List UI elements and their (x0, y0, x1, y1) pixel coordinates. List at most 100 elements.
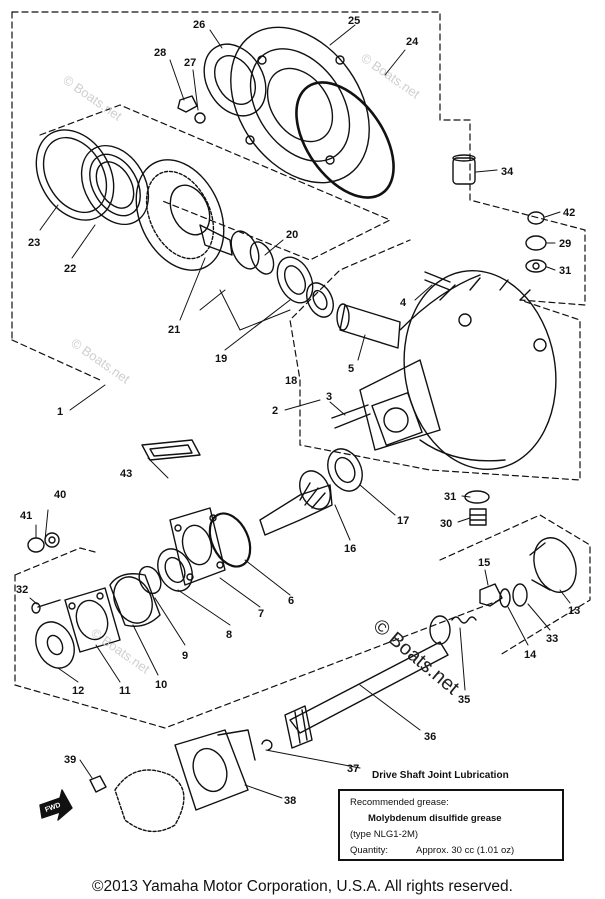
cap-34 (452, 154, 476, 185)
stud-4 (424, 271, 451, 291)
callout-31-bottom: 31 (444, 491, 456, 503)
assembly-boundary (11, 11, 591, 729)
watermark: © Boats.net (68, 335, 133, 387)
callout-3: 3 (326, 391, 332, 403)
circlip-33 (512, 583, 528, 607)
callout-20: 20 (286, 229, 298, 241)
callout-35: 35 (458, 694, 470, 706)
callout-40: 40 (54, 489, 66, 501)
bearing-22 (80, 144, 150, 226)
yoke-38 (174, 729, 256, 811)
nut-28 (177, 95, 206, 124)
final-gear-case-2 (359, 269, 557, 471)
o-ring-24 (295, 81, 395, 199)
callout-9: 9 (182, 650, 188, 662)
lubrication-title: Drive Shaft Joint Lubrication (372, 770, 509, 781)
bolt-39 (89, 775, 107, 793)
pinion-gear-16 (259, 470, 333, 536)
stud-3 (331, 404, 371, 429)
quantity-row: Quantity: Approx. 30 cc (1.01 oz) (350, 843, 552, 859)
callout-2: 2 (272, 405, 278, 417)
callout-8: 8 (226, 629, 232, 641)
vent-parts-42-29-31 (525, 211, 547, 273)
callout-42: 42 (563, 207, 575, 219)
callout-30: 30 (440, 518, 452, 530)
rear-hub (114, 769, 185, 833)
callout-32: 32 (16, 584, 28, 596)
grease-type: (type NLG1-2M) (350, 829, 419, 840)
lubrication-info-box: Recommended grease: Molybdenum disulfide… (338, 789, 564, 861)
nut-15 (479, 583, 503, 607)
universal-joint-13 (529, 537, 577, 593)
bearing-19 (276, 256, 314, 304)
copyright-footer: ©2013 Yamaha Motor Corporation, U.S.A. A… (92, 878, 513, 895)
callout-34: 34 (501, 166, 514, 178)
callout-1: 1 (57, 406, 63, 418)
bearing-18 (306, 282, 334, 318)
callout-37: 37 (347, 763, 359, 775)
callout-23: 23 (28, 237, 40, 249)
callout-16: 16 (344, 543, 356, 555)
callout-27: 27 (184, 57, 196, 69)
callout-12: 12 (72, 685, 84, 697)
quantity-value: Approx. 30 cc (1.01 oz) (416, 845, 515, 856)
coupling-12 (35, 621, 75, 669)
shim-43 (141, 439, 201, 461)
bearing-housing-25 (230, 26, 370, 184)
callout-25: 25 (348, 15, 360, 27)
o-ring-6 (208, 512, 252, 568)
watermark: © Boats.net (358, 50, 423, 102)
callout-14: 14 (524, 649, 537, 661)
callout-15: 15 (478, 557, 490, 569)
watermark: © Boats.net (60, 72, 125, 124)
callout-41: 41 (20, 510, 32, 522)
callout-28: 28 (154, 47, 166, 59)
recommended-grease-label: Recommended grease: (350, 797, 449, 808)
bolt-32 (31, 599, 61, 614)
callout-38: 38 (284, 795, 296, 807)
callout-18: 18 (285, 375, 297, 387)
watermark: © Boats.net (88, 625, 153, 677)
callout-43: 43 (120, 468, 132, 480)
bearing-8 (157, 548, 193, 592)
callout-7: 7 (258, 608, 264, 620)
callout-24: 24 (406, 36, 419, 48)
drive-shaft-36 (284, 615, 451, 749)
seal-ring-23 (35, 129, 115, 221)
callout-29: 29 (559, 238, 571, 250)
flange-11 (64, 587, 121, 653)
callout-22: 22 (64, 263, 76, 275)
callout-33: 33 (546, 633, 558, 645)
callout-13: 13 (568, 605, 580, 617)
bearing-retainer-7 (169, 507, 226, 586)
callout-39: 39 (64, 754, 76, 766)
callout-19: 19 (215, 353, 227, 365)
clip-37 (261, 739, 273, 751)
callout-labels: 23 22 21 19 20 18 28 27 26 25 24 34 42 2… (16, 15, 580, 807)
callout-26: 26 (193, 19, 205, 31)
front-arrow-icon (39, 789, 73, 821)
ring-14 (499, 588, 511, 608)
oil-seal-26 (203, 43, 267, 117)
callout-11: 11 (119, 685, 131, 697)
bolts-40-41 (27, 532, 60, 553)
spring-35 (451, 616, 477, 624)
callout-10: 10 (155, 679, 167, 691)
drain-plug-30 (469, 508, 487, 526)
leader-lines (29, 24, 571, 799)
washer-31 (464, 490, 490, 504)
spacer-20 (230, 230, 275, 275)
callout-4: 4 (400, 297, 407, 309)
callout-17: 17 (397, 515, 409, 527)
grease-name: Molybdenum disulfide grease (368, 813, 502, 824)
quantity-label: Quantity: (350, 845, 389, 856)
callout-36: 36 (424, 731, 436, 743)
shaft-5 (336, 303, 401, 349)
watermarks: © Boats.net © Boats.net © Boats.net © Bo… (60, 50, 463, 699)
ring-gear-21 (135, 159, 233, 271)
bearing-17 (327, 448, 363, 492)
collar-9 (138, 565, 162, 595)
callout-31-top: 31 (559, 265, 571, 277)
callout-21: 21 (168, 324, 180, 336)
